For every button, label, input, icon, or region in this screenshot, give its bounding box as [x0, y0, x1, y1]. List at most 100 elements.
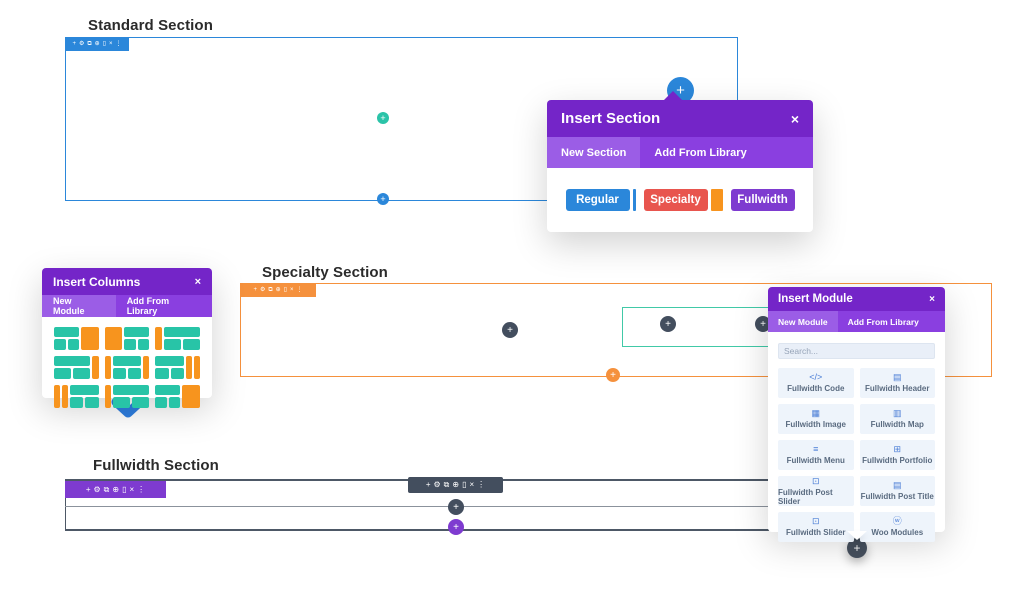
column-layout-option[interactable]	[54, 327, 99, 350]
row-block	[163, 327, 200, 337]
rows-column-block	[69, 385, 99, 408]
expand-icon[interactable]: ⋮	[115, 41, 122, 47]
settings-icon[interactable]: ⚙	[433, 480, 441, 489]
tab-new-module[interactable]: New Module	[768, 311, 838, 332]
tab-add-from-library[interactable]: Add From Library	[126, 296, 170, 316]
column-layout-option[interactable]	[104, 385, 150, 408]
move-icon[interactable]: +	[85, 484, 91, 494]
settings-icon[interactable]: ⚙	[259, 287, 266, 293]
module-tile-fullwidth-map[interactable]: ▥Fullwidth Map	[859, 404, 935, 434]
rows-column-block	[124, 327, 150, 350]
insert-module-button[interactable]: +	[755, 316, 771, 332]
specialty-section-button[interactable]: Specialty	[643, 189, 708, 211]
sub-row	[163, 339, 201, 350]
module-tile-fullwidth-post-slider[interactable]: ⊡Fullwidth Post Slider	[778, 476, 854, 506]
delete-icon[interactable]: ▯	[283, 287, 288, 293]
fullwidth-header-icon: ▤	[892, 372, 902, 382]
specialty-column-block	[81, 327, 99, 350]
module-tile-fullwidth-slider[interactable]: ⊡Fullwidth Slider	[778, 512, 854, 542]
delete-icon[interactable]: ▯	[122, 484, 127, 494]
tab-add-from-library[interactable]: Add From Library	[847, 316, 919, 327]
save-icon[interactable]: ⊕	[112, 484, 120, 494]
module-tile-fullwidth-portfolio[interactable]: ⊞Fullwidth Portfolio	[859, 440, 935, 470]
duplicate-icon[interactable]: ⧉	[443, 480, 450, 489]
insert-section-below-button[interactable]: +	[448, 519, 464, 535]
column-layout-option[interactable]	[155, 385, 200, 408]
move-icon[interactable]: +	[253, 287, 257, 293]
sub-block	[112, 397, 131, 408]
add-module-button[interactable]: +	[847, 538, 867, 558]
column-layout-option[interactable]	[54, 385, 99, 408]
specialty-section-label: Specialty Section	[262, 264, 388, 281]
move-icon[interactable]: +	[72, 41, 76, 47]
specialty-section-toolbar: +⚙⧉⊕▯×⋮	[240, 283, 316, 297]
move-icon[interactable]: +	[425, 480, 431, 489]
settings-icon[interactable]: ⚙	[78, 41, 85, 47]
module-search-input[interactable]	[778, 343, 935, 359]
specialty-column-block	[194, 356, 200, 379]
insert-module-button[interactable]: +	[660, 316, 676, 332]
close-icon[interactable]: ×	[929, 293, 935, 305]
expand-icon[interactable]: ⋮	[477, 480, 486, 489]
insert-module-button[interactable]: +	[502, 322, 518, 338]
column-layout-option[interactable]	[104, 327, 150, 350]
close-icon[interactable]: ×	[469, 480, 475, 489]
save-icon[interactable]: ⊕	[94, 41, 100, 47]
fullwidth-row-toolbar: +⚙⧉⊕▯×⋮	[408, 477, 503, 493]
module-tile-fullwidth-post-title[interactable]: ▤Fullwidth Post Title	[859, 476, 935, 506]
close-icon[interactable]: ×	[129, 484, 135, 494]
fullwidth-section-button[interactable]: Fullwidth	[730, 189, 795, 211]
rows-column-block	[163, 327, 201, 350]
insert-module-modal-title: Insert Module	[778, 293, 853, 305]
insert-section-below-button[interactable]: +	[377, 193, 389, 205]
close-icon[interactable]: ×	[109, 41, 113, 47]
module-tile-fullwidth-menu[interactable]: ≡Fullwidth Menu	[778, 440, 854, 470]
sub-block	[124, 339, 136, 350]
insert-section-below-button[interactable]: +	[606, 368, 620, 382]
module-tile-fullwidth-header[interactable]: ▤Fullwidth Header	[859, 368, 935, 398]
sub-block	[128, 368, 142, 379]
specialty-column-block	[61, 385, 68, 408]
insert-module-modal-header: Insert Module ×	[768, 287, 945, 311]
tab-new-module[interactable]: New Module	[42, 295, 116, 317]
fullwidth-code-icon: </>	[809, 372, 823, 382]
insert-section-modal-title: Insert Section	[561, 110, 661, 127]
sub-block	[182, 339, 201, 350]
close-icon[interactable]: ×	[290, 287, 294, 293]
module-tile-fullwidth-image[interactable]: ▦Fullwidth Image	[778, 404, 854, 434]
column-layout-option[interactable]	[104, 356, 150, 379]
column-layout-option[interactable]	[155, 356, 200, 379]
duplicate-icon[interactable]: ⧉	[87, 41, 92, 47]
expand-icon[interactable]: ⋮	[296, 287, 303, 293]
delete-icon[interactable]: ▯	[462, 480, 467, 489]
expand-icon[interactable]: ⋮	[137, 484, 146, 494]
sub-row	[112, 397, 150, 408]
module-tile-fullwidth-code[interactable]: </>Fullwidth Code	[778, 368, 854, 398]
insert-columns-modal-title: Insert Columns	[53, 274, 141, 289]
sub-block	[155, 397, 167, 408]
close-icon[interactable]: ×	[194, 275, 201, 288]
tab-add-from-library[interactable]: Add From Library	[654, 146, 747, 159]
rows-column-block	[54, 356, 91, 379]
column-layout-option[interactable]	[155, 327, 201, 350]
solid-block	[81, 327, 99, 350]
delete-icon[interactable]: ▯	[102, 41, 107, 47]
tab-new-section[interactable]: New Section	[547, 137, 641, 168]
column-layout-option[interactable]	[54, 356, 99, 379]
insert-row-button[interactable]: +	[377, 112, 389, 124]
duplicate-icon[interactable]: ⧉	[103, 484, 110, 494]
sub-block	[73, 368, 91, 379]
insert-section-modal-header: Insert Section ×	[547, 100, 813, 137]
fullwidth-post-title-icon: ▤	[892, 480, 902, 490]
sub-block	[137, 339, 150, 350]
save-icon[interactable]: ⊕	[275, 287, 281, 293]
solid-block	[104, 356, 111, 379]
specialty-column-block	[104, 327, 123, 350]
insert-module-button[interactable]: +	[448, 499, 464, 515]
duplicate-icon[interactable]: ⧉	[268, 287, 273, 293]
settings-icon[interactable]: ⚙	[93, 484, 101, 494]
close-icon[interactable]: ×	[790, 110, 799, 127]
save-icon[interactable]: ⊕	[452, 480, 460, 489]
regular-section-button[interactable]: Regular	[565, 189, 630, 211]
